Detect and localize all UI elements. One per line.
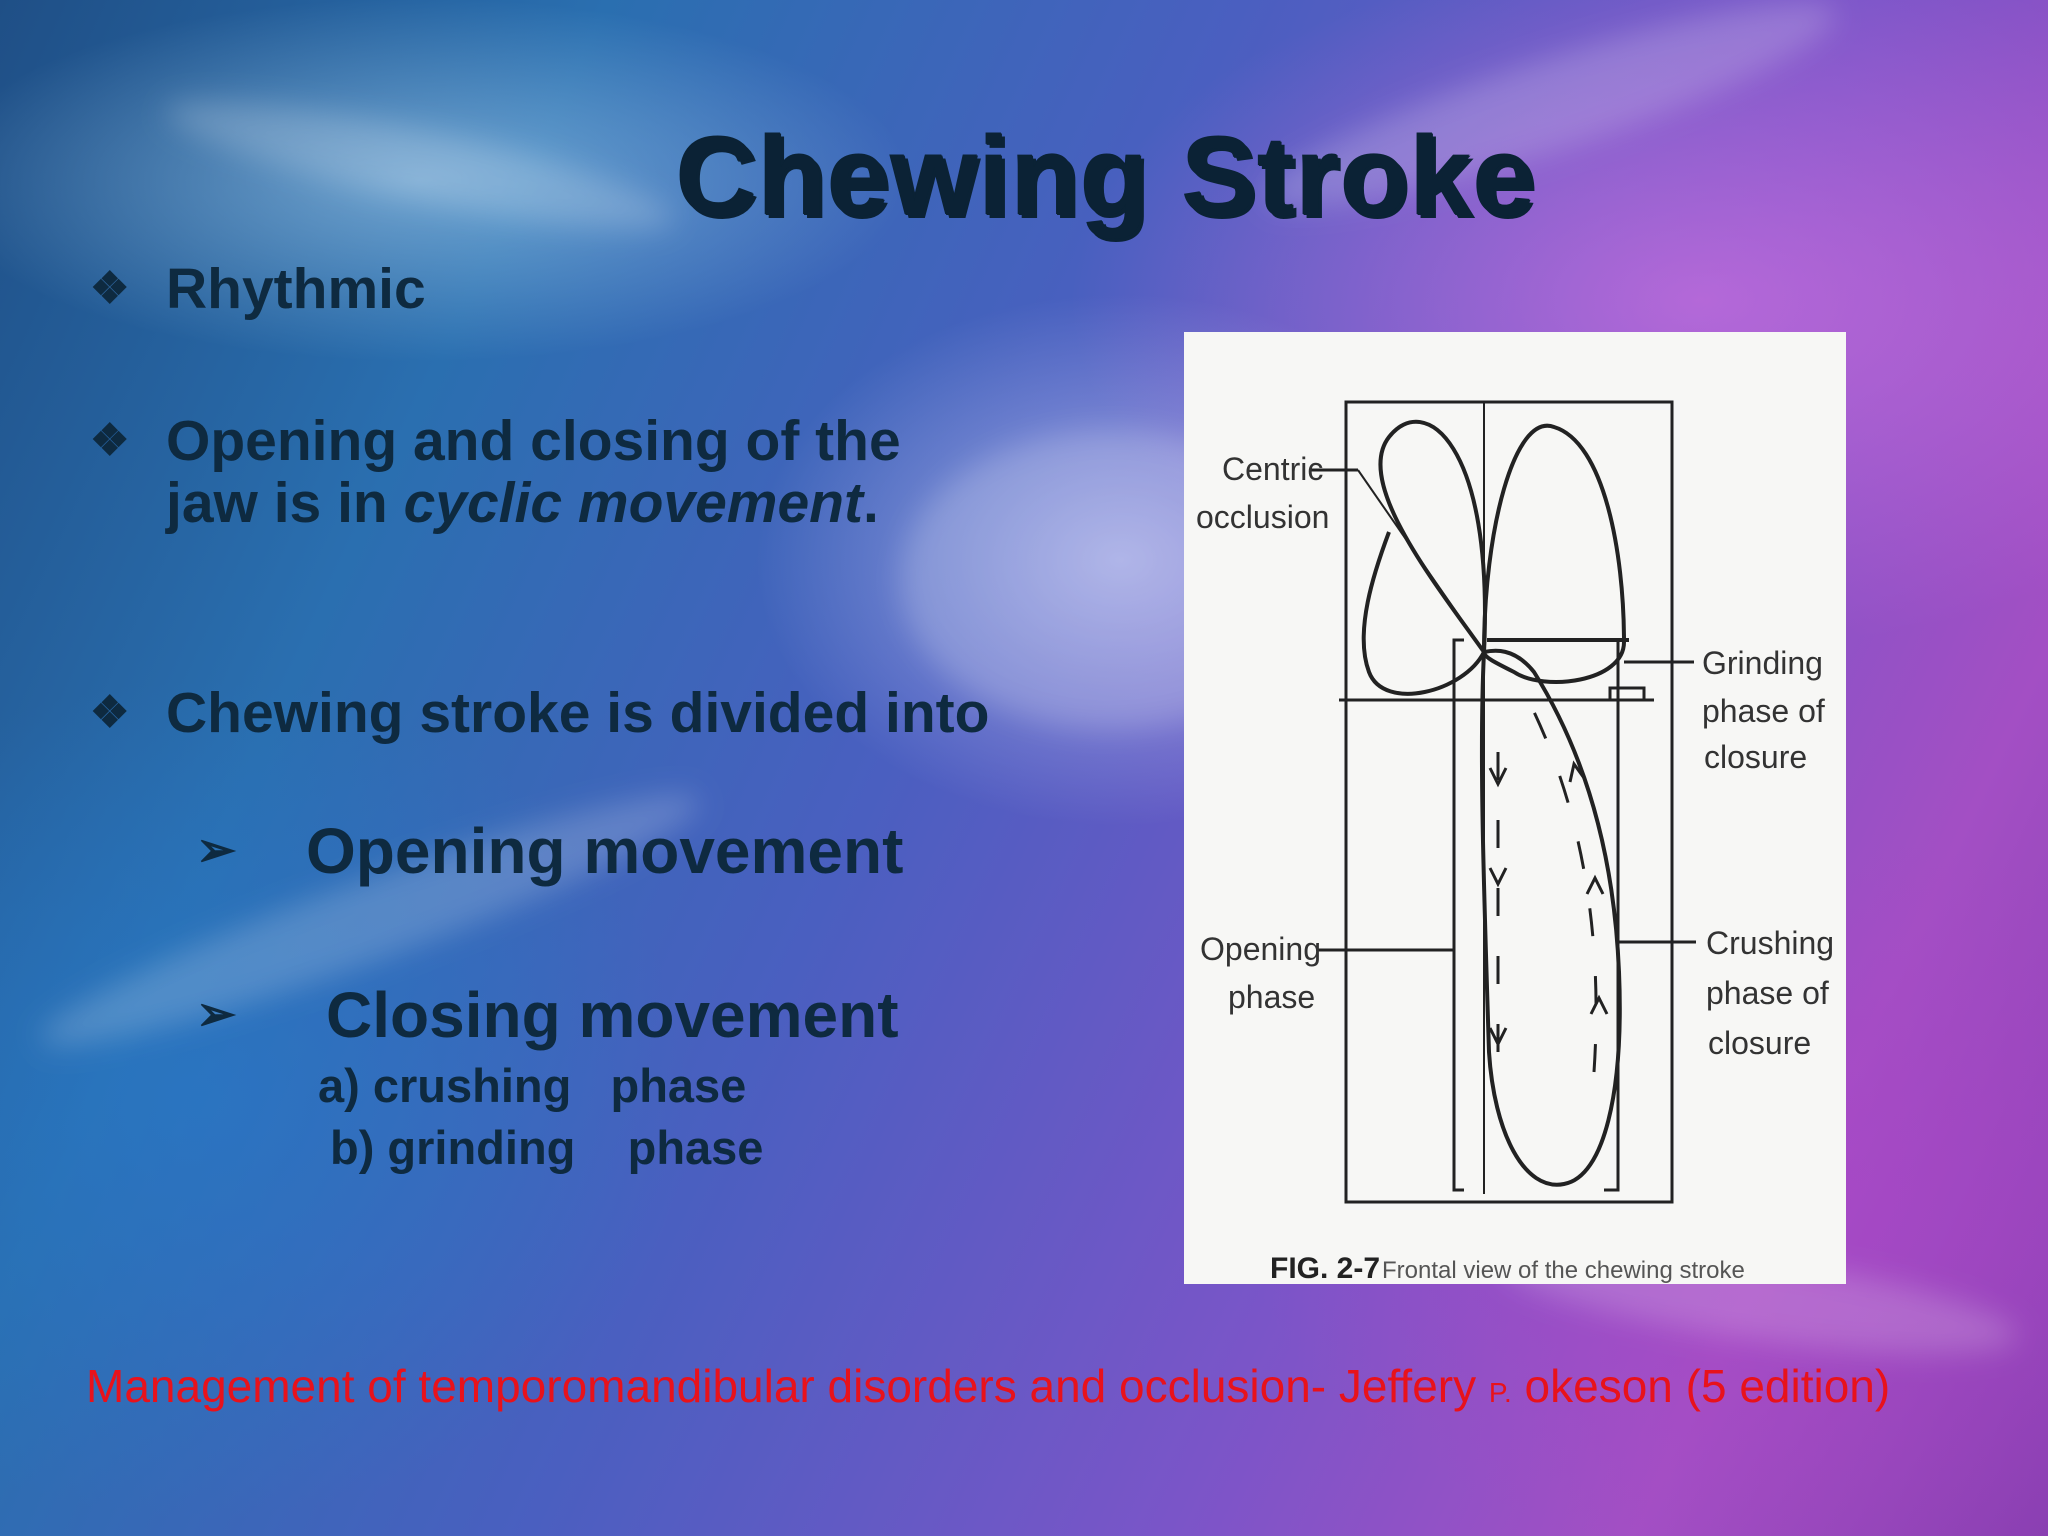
arrow-up-icon (1589, 994, 1609, 1015)
figure-number: FIG. 2-7 (1270, 1252, 1380, 1284)
sub-item-opening: ➢Opening movement (196, 815, 904, 887)
diamond-bullet-icon: ❖ (90, 264, 130, 313)
label-grinding-1: Grinding (1702, 645, 1823, 681)
arrow-up-icon (1585, 874, 1605, 895)
bullet-text: Rhythmic (166, 257, 426, 321)
leader-centric-diag (1357, 469, 1485, 653)
bullet-text: Opening and closing of the jaw is in cyc… (166, 409, 901, 535)
label-centric-1: Centric (1222, 451, 1323, 487)
arrow-down-icon (1488, 1027, 1508, 1048)
chewing-loop (1479, 648, 1622, 1187)
chewing-stroke-diagram: Centric occlusion Grinding phase of clos… (1196, 400, 1834, 1284)
reference-citation: Management of temporomandibular disorder… (86, 1360, 1891, 1412)
phase-grinding: b) grinding phase (330, 1121, 764, 1174)
label-opening-2: phase (1228, 979, 1315, 1015)
grinding-marker (1608, 686, 1646, 702)
chewing-stroke-figure: Centric occlusion Grinding phase of clos… (1184, 332, 1846, 1284)
label-crushing-2: phase of (1706, 975, 1829, 1011)
bullet-divided: ❖ Chewing stroke is divided into (90, 682, 1026, 744)
diamond-bullet-icon: ❖ (90, 416, 130, 465)
label-opening-1: Opening (1200, 931, 1321, 967)
label-grinding-3: closure (1704, 739, 1807, 775)
figure-caption: Frontal view of the chewing stroke (1382, 1257, 1745, 1284)
bullet-opening-closing: ❖ Opening and closing of the jaw is in c… (90, 410, 926, 534)
right-loop (1482, 423, 1627, 684)
phase-crushing: a) crushing phase (318, 1059, 747, 1112)
label-crushing-3: closure (1708, 1025, 1811, 1061)
arrow-bullet-icon: ➢ (196, 988, 237, 1041)
sub-item-closing: ➢Closing movement (196, 979, 899, 1051)
background-streak (158, 76, 682, 254)
dashed-up (1517, 681, 1598, 1073)
label-centric-2: occlusion (1196, 499, 1329, 535)
label-grinding-2: phase of (1702, 693, 1825, 729)
inner-bracket-left (1452, 638, 1464, 1192)
bullet-text: Chewing stroke is divided into (166, 681, 990, 745)
slide-title: Chewing Stroke (676, 114, 1537, 239)
left-loop (1361, 419, 1487, 696)
arrow-down-icon (1488, 767, 1508, 788)
diamond-bullet-icon: ❖ (90, 688, 130, 737)
bullet-rhythmic: ❖ Rhythmic (90, 258, 426, 320)
arrow-up-icon (1568, 760, 1586, 783)
arrow-down-icon (1488, 867, 1508, 888)
label-crushing-1: Crushing (1706, 925, 1834, 961)
outer-frame (1344, 400, 1674, 1204)
arrow-bullet-icon: ➢ (196, 824, 237, 877)
